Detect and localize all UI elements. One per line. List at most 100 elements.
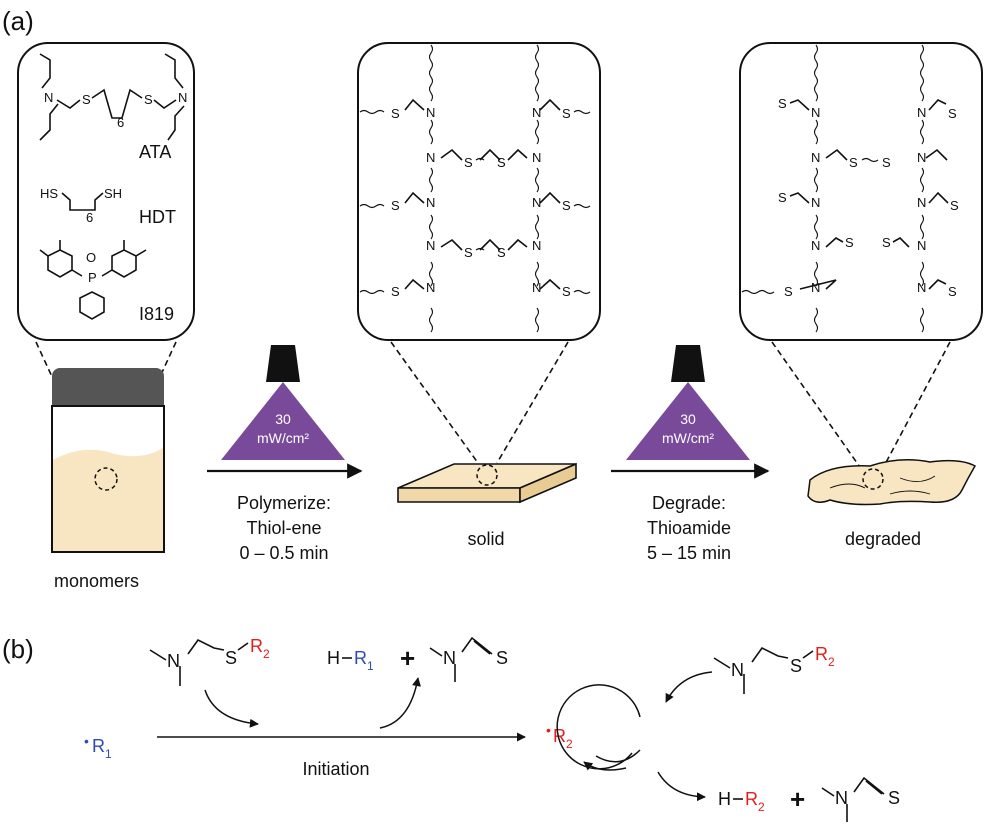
solid-n1: N [426, 105, 435, 120]
solid-s5: S [391, 198, 400, 213]
degraded-blob [807, 459, 977, 506]
solid-n2: N [426, 150, 435, 165]
product-h-r2: H R 2 + [718, 784, 805, 814]
deg-s8: S [950, 198, 959, 213]
r2-radical-dot: • [546, 722, 551, 738]
ata-structure: N S 6 S N ATA [39, 53, 187, 162]
deg-n3: N [811, 195, 820, 210]
deg-s1: S [778, 96, 787, 111]
solid-s4: S [562, 106, 571, 121]
deg-s3: S [845, 235, 854, 250]
deg-s6: S [849, 155, 858, 170]
propagation-cycle [556, 684, 641, 770]
sub1-n: N [167, 651, 180, 671]
hdt-label: HDT [139, 207, 176, 227]
deg-s5: S [948, 106, 957, 121]
solid-s10: S [562, 284, 571, 299]
curved-arrow-in [204, 689, 259, 728]
solid-network-box: N N N N N N N N N N S S S S S S S S S S [357, 42, 601, 341]
lamp-2-intensity: 30 [680, 411, 696, 427]
solid-s7: S [464, 245, 473, 260]
thioamide-top: N S [429, 636, 508, 682]
ata-n-left: N [44, 90, 53, 105]
solid-s9: S [391, 284, 400, 299]
deg-n9: N [917, 238, 926, 253]
solid-s2: S [464, 155, 473, 170]
h2: H [718, 789, 731, 809]
monomer-structures-box: N S 6 S N ATA HS 6 SH HDT O P I819 [17, 42, 195, 341]
solid-n5: N [426, 280, 435, 295]
zoom-line-solid-left [390, 341, 479, 464]
ata-label: ATA [139, 142, 171, 162]
step1-line1: Polymerize: [237, 493, 331, 513]
r2-bottom-sub: 2 [758, 800, 765, 814]
solid-n9: N [532, 238, 541, 253]
zoom-line-solid-right [496, 341, 569, 464]
thio2-n: N [835, 788, 848, 808]
substrate-top-left: N S R 2 [149, 636, 270, 686]
ata-s-left: S [82, 92, 91, 107]
solid-s1: S [391, 106, 400, 121]
zoom-line-deg-right [881, 341, 951, 471]
deg-n7: N [917, 150, 926, 165]
solid-s3: S [497, 155, 506, 170]
ata-s-right: S [144, 92, 153, 107]
i819-p: P [88, 270, 97, 285]
deg-n5: N [811, 280, 820, 295]
step1-line2: Thiol-ene [246, 518, 321, 538]
sub2-s: S [790, 656, 802, 676]
deg-s4: S [882, 235, 891, 250]
lamp-1: 30 mW/cm² [221, 345, 345, 460]
step2-line3: 5 – 15 min [647, 543, 731, 563]
curved-arrow-out [379, 677, 421, 729]
cycle-arrow-return [583, 761, 627, 771]
cycle-arrow-product [657, 771, 706, 802]
solid-s8: S [497, 245, 506, 260]
panel-label-a: (a) [2, 6, 34, 36]
deg-n1: N [811, 105, 820, 120]
deg-n8: N [917, 195, 926, 210]
lamp-2-unit: mW/cm² [662, 430, 714, 446]
deg-s7: S [882, 155, 891, 170]
monomer-vial [51, 368, 165, 553]
plus-top: + [400, 643, 415, 673]
thioamide-bottom: N S [821, 776, 900, 822]
solid-n7: N [532, 150, 541, 165]
r1-top-sub: 1 [367, 659, 374, 673]
solid-n6: N [532, 105, 541, 120]
solid-n3: N [426, 195, 435, 210]
deg-n6: N [917, 105, 926, 120]
initiation-label: Initiation [302, 759, 369, 779]
h1: H [327, 648, 340, 668]
deg-s9: S [784, 284, 793, 299]
sub1-r2-sub: 2 [263, 647, 270, 661]
solid-caption: solid [467, 529, 504, 549]
i819-o: O [86, 250, 96, 265]
substrate-right: N S R 2 [713, 644, 835, 694]
sub2-n: N [731, 660, 744, 680]
deg-n4: N [811, 238, 820, 253]
zoom-line-deg-left [771, 341, 863, 471]
sub2-r2-sub: 2 [828, 655, 835, 669]
solid-n8: N [532, 195, 541, 210]
r2-radical-sub: 2 [566, 737, 573, 751]
sub2-r2: R [815, 644, 828, 664]
r2-radical: R [553, 726, 566, 746]
solid-slab [397, 462, 577, 504]
degraded-caption: degraded [845, 529, 921, 549]
deg-n10: N [917, 280, 926, 295]
hdt-sh-left: HS [40, 186, 58, 201]
product-h-r1: H R 1 + [327, 643, 415, 673]
thio1-s: S [496, 648, 508, 668]
r1-radical: R [92, 736, 105, 756]
deg-s2: S [778, 190, 787, 205]
monomers-caption: monomers [54, 571, 139, 591]
r1-radical-sub: 1 [105, 747, 112, 761]
thio2-s: S [888, 788, 900, 808]
r2-bottom: R [745, 789, 758, 809]
i819-structure: O P I819 [39, 240, 174, 324]
sub1-r2: R [250, 636, 263, 656]
solid-s6: S [562, 198, 571, 213]
i819-label: I819 [139, 304, 174, 324]
